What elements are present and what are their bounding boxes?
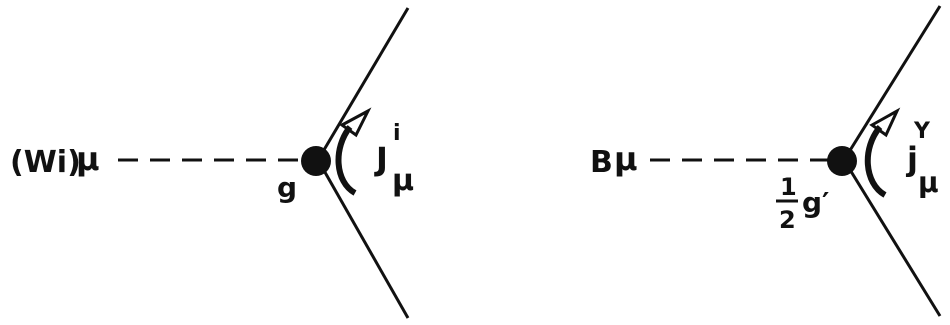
- right-current-superscript: Y: [913, 119, 931, 144]
- right-boson-index: μ: [614, 140, 638, 178]
- left-current-subscript: μ: [392, 163, 414, 198]
- right-current-subscript: μ: [918, 166, 939, 199]
- right-coupling-denominator: 2: [779, 206, 796, 234]
- left-boson-index: μ: [76, 140, 100, 178]
- right-fermion-line-lower: [842, 159, 942, 317]
- left-fermion-line-lower: [316, 159, 410, 319]
- right-vertex-diagram: B μ 1 2 g′ j Y μ: [590, 5, 942, 317]
- left-current-arrowhead-icon: [339, 107, 372, 138]
- right-fermion-line-upper: [842, 5, 942, 161]
- left-boson-label: (Wi): [10, 145, 81, 180]
- right-boson-label: B: [590, 145, 613, 180]
- right-current-arrowhead-icon: [869, 107, 901, 138]
- left-coupling-label: g: [277, 171, 297, 204]
- left-vertex-dot: [301, 146, 331, 176]
- right-coupling-numerator: 1: [780, 173, 797, 201]
- right-current-symbol: j: [905, 140, 918, 178]
- left-current-symbol: J: [374, 140, 388, 178]
- left-vertex-diagram: (Wi) μ g J i μ: [10, 7, 414, 319]
- left-current-superscript: i: [393, 121, 401, 146]
- right-current-arrow-icon: [864, 125, 887, 198]
- left-current-arrow-icon: [335, 125, 357, 196]
- right-vertex-dot: [827, 146, 857, 176]
- right-coupling-label: g′: [802, 186, 829, 219]
- left-fermion-line-upper: [316, 7, 410, 161]
